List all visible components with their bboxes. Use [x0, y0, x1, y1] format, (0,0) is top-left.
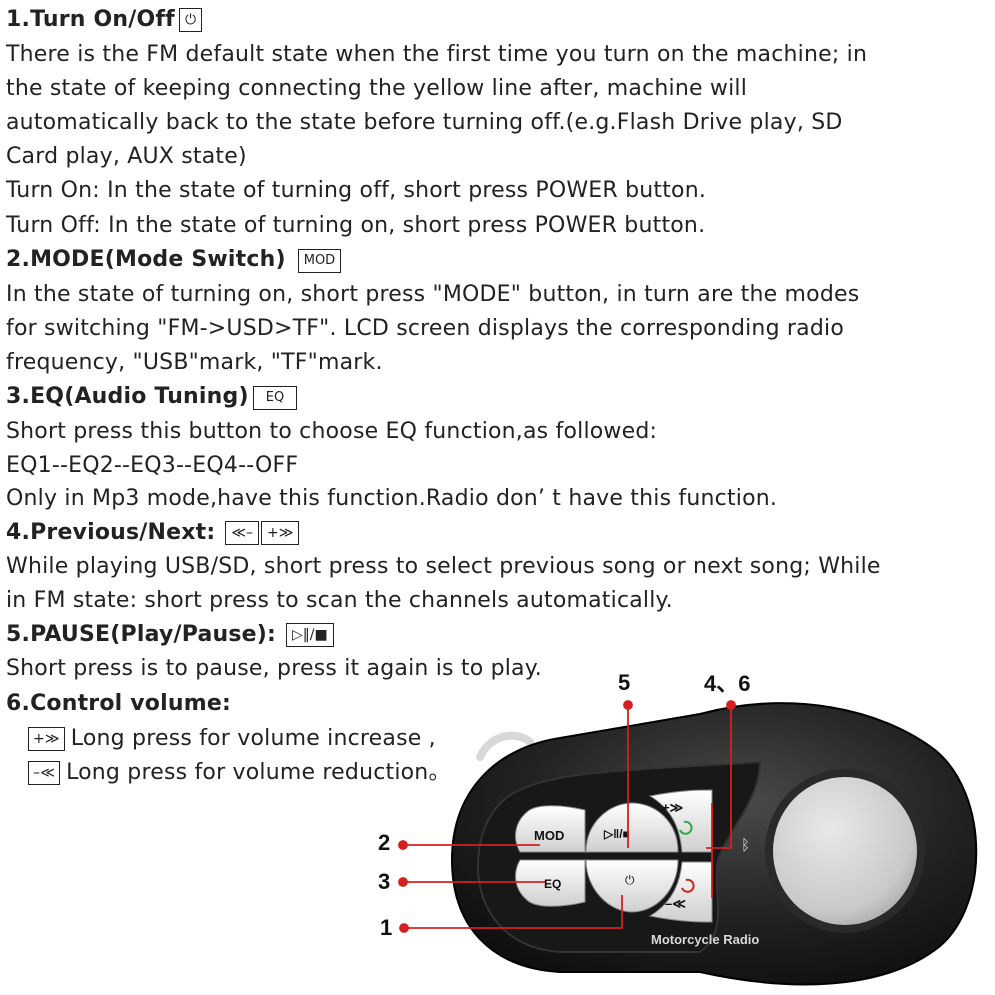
volume-up-key-icon: +≫ — [28, 727, 65, 751]
callout-4-6: 4、6 — [704, 671, 751, 696]
text-line: Turn On: In the state of turning off, sh… — [6, 178, 707, 203]
mode-key-icon: MOD — [297, 249, 342, 273]
previous-key-icon: ≪– — [225, 521, 260, 545]
text-line: Short press is to pause, press it again … — [6, 656, 542, 681]
text-line: Card play, AUX state) — [6, 144, 247, 169]
section-2-heading: 2.MODE(Mode Switch) MOD — [6, 245, 342, 275]
text-line: Long press for volume increase , — [70, 726, 436, 751]
power-button-label: ⏻ — [625, 873, 635, 887]
text-line: Short press this button to choose EQ fun… — [6, 419, 658, 444]
text-line: EQ1--EQ2--EQ3--EQ4--OFF — [6, 453, 299, 478]
text-line: Only in Mp3 mode,have this function.Radi… — [6, 486, 778, 511]
brand-label: Motorcycle Radio — [651, 932, 759, 947]
callout-5: 5 — [618, 670, 631, 695]
end-call-icon — [681, 878, 695, 893]
play-pause-key-icon: ▷‖/■ — [286, 623, 334, 647]
power-button[interactable] — [585, 859, 679, 913]
cable — [476, 731, 534, 761]
callout-1: 1 — [380, 915, 393, 940]
callout-3: 3 — [378, 869, 391, 894]
section-3-heading: 3.EQ(Audio Tuning)EQ — [6, 382, 298, 412]
section-5-heading: 5.PAUSE(Play/Pause): ▷‖/■ — [6, 620, 334, 650]
section-title: 1.Turn On/Off — [6, 7, 175, 32]
text-line: automatically back to the state before t… — [6, 110, 843, 135]
answer-call-icon — [679, 820, 693, 835]
power-key-icon: ⏻ — [178, 8, 203, 32]
section-title: 4.Previous/Next: — [6, 520, 216, 545]
previous-button-label: –≪ — [665, 896, 686, 911]
lcd-screen — [773, 777, 917, 925]
callout-2: 2 — [378, 830, 391, 855]
bluetooth-icon: ᛒ — [741, 837, 750, 854]
mode-button[interactable] — [515, 805, 586, 853]
mode-button-label: MOD — [534, 828, 564, 843]
text-line: for switching "FM->USD>TF". LCD screen d… — [6, 316, 844, 341]
section-title: 6.Control volume: — [6, 691, 231, 716]
text-line: in FM state: short press to scan the cha… — [6, 588, 673, 613]
play-pause-button[interactable] — [585, 802, 679, 853]
section-title: 5.PAUSE(Play/Pause): — [6, 622, 277, 647]
text-line: the state of keeping connecting the yell… — [6, 76, 748, 101]
text-line: There is the FM default state when the f… — [6, 42, 868, 67]
callout-lines — [398, 700, 736, 933]
eq-button[interactable] — [515, 859, 586, 907]
next-key-icon: +≫ — [261, 521, 300, 545]
text-line: While playing USB/SD, short press to sel… — [6, 554, 881, 579]
previous-button[interactable] — [648, 861, 713, 923]
text-line: Long press for volume reduction。 — [66, 760, 451, 785]
front-panel — [476, 760, 762, 953]
volume-up-row: +≫Long press for volume increase , — [28, 724, 436, 754]
volume-down-row: –≪Long press for volume reduction。 — [28, 758, 451, 788]
next-button-label: +≫ — [662, 800, 683, 815]
text-line: frequency, "USB"mark, "TF"mark. — [6, 350, 383, 375]
text-line: Turn Off: In the state of turning on, sh… — [6, 213, 706, 238]
section-6-heading: 6.Control volume: — [6, 689, 231, 719]
play-pause-button-label: ▷‖/■ — [603, 827, 630, 841]
section-4-heading: 4.Previous/Next: ≪–+≫ — [6, 518, 300, 548]
eq-button-label: EQ — [544, 877, 561, 891]
next-button[interactable] — [648, 789, 713, 853]
section-title: 2.MODE(Mode Switch) — [6, 247, 286, 272]
section-title: 3.EQ(Audio Tuning) — [6, 384, 249, 409]
section-1-heading: 1.Turn On/Off⏻ — [6, 5, 203, 35]
text-line: In the state of turning on, short press … — [6, 282, 860, 307]
eq-key-icon: EQ — [252, 386, 298, 410]
volume-down-key-icon: –≪ — [28, 761, 61, 785]
